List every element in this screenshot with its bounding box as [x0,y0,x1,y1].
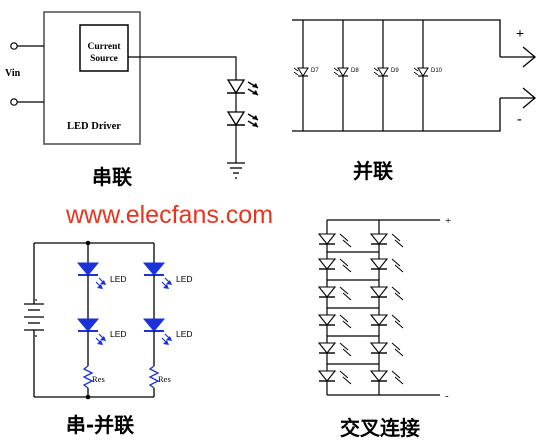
res-label-b: Res [158,374,171,384]
led-label-a1: LED [110,274,127,284]
resistor-b [148,365,160,389]
vin-label: Vin [5,68,21,79]
current-source-box [79,24,129,72]
cross-led-left-4 [317,314,352,329]
battery-symbol [24,299,44,337]
cross-led-left-3 [317,286,352,301]
cross-led-right-6 [369,370,404,385]
parallel-bottom-rail [292,98,501,132]
diode-label-d10: D10 [431,68,443,74]
cross-caption: 交叉连接 [340,416,420,440]
led-label-b2: LED [176,329,193,339]
cross-led-right-1 [369,233,404,248]
series-led-2 [226,111,259,128]
led-driver-box [43,11,141,145]
parallel-caption: 并联 [353,159,393,183]
output-wire [128,56,237,80]
cross-led-left-5 [317,342,352,357]
cross-led-left-6 [317,370,352,385]
led-label-a2: LED [110,329,127,339]
series-parallel-branch-a: LED LED Res [76,243,127,397]
watermark-text: www.elecfans.com [65,201,273,229]
cross-led-left-1 [317,233,352,248]
cross-connected-circuit [317,219,440,396]
series-led-1 [226,79,259,96]
parallel-branch-1: D7 [293,20,319,131]
vin-terminal-top [10,42,18,50]
cross-led-right-4 [369,314,404,329]
parallel-plus-label: + [516,27,524,42]
parallel-circuit: + - D7 D8 D9 [292,19,537,183]
parallel-branch-4: D10 [413,20,443,131]
parallel-minus-label: - [517,112,522,127]
res-label-a: Res [92,374,105,384]
series-parallel-caption: 串-并联 [66,413,134,437]
ground-symbol [227,162,245,179]
cross-led-left-2 [317,258,352,273]
diode-label-d7: D7 [311,68,319,74]
cross-led-right-2 [369,258,404,273]
series-parallel-branch-b: LED LED Res [142,243,193,397]
led-driver-label: LED Driver [67,121,121,132]
current-source-label-1: Current [87,42,121,52]
parallel-branch-2: D8 [333,20,359,131]
vin-terminal-bottom [10,98,18,106]
resistor-a [82,365,94,389]
parallel-output-arrow-bottom [522,87,537,109]
parallel-output-arrow-top [522,46,537,68]
parallel-top-rail [292,19,501,57]
series-parallel-circuit: LED LED Res LED [24,240,193,437]
cross-minus-label: - [445,390,449,402]
current-source-label-2: Source [90,54,118,64]
diode-label-d9: D9 [391,68,399,74]
cross-plus-label: + [445,215,451,227]
led-label-b1: LED [176,274,193,284]
series-circuit: Current Source LED Driver Vin [5,11,259,189]
parallel-branch-3: D9 [373,20,399,131]
diode-label-d8: D8 [351,68,359,74]
cross-led-right-3 [369,286,404,301]
cross-led-right-5 [369,342,404,357]
series-caption: 串联 [92,165,132,189]
